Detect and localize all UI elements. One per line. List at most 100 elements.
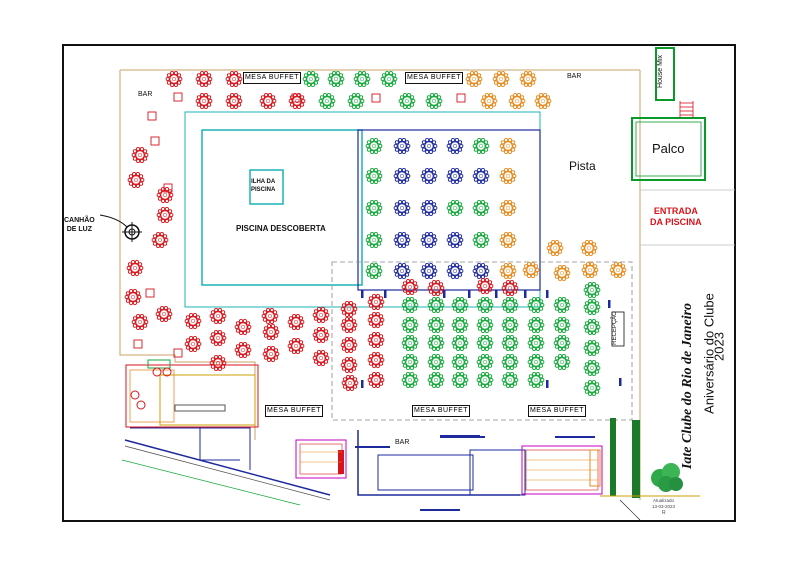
blue-table [393, 137, 411, 155]
green-table [553, 334, 571, 352]
blue-table [446, 137, 464, 155]
orange-table [534, 92, 552, 110]
green-table [398, 92, 416, 110]
ground-line [121, 459, 301, 506]
tent-pillar [443, 290, 446, 298]
pool-island-label: ILHA DA PISCINA [251, 179, 276, 193]
green-table [401, 371, 419, 389]
blue-table [446, 167, 464, 185]
green-table [583, 339, 601, 357]
red-table [225, 92, 243, 110]
orange-table [553, 264, 571, 282]
bar-counters [355, 436, 595, 448]
red-table [340, 356, 358, 374]
blue-table [446, 262, 464, 280]
red-table [476, 277, 494, 295]
orange-table [465, 70, 483, 88]
red-table [287, 313, 305, 331]
green-table [327, 70, 345, 88]
green-table [401, 316, 419, 334]
cocktail-table [150, 136, 160, 146]
green-table [353, 70, 371, 88]
revision-note: Atualizado 13-03-2023 [652, 498, 676, 509]
green-table [427, 353, 445, 371]
red-table [312, 349, 330, 367]
event-year: 2023 [711, 332, 727, 361]
green-table [401, 296, 419, 314]
red-table [165, 70, 183, 88]
green-table [318, 92, 336, 110]
red-table [195, 70, 213, 88]
green-table [501, 334, 519, 352]
red-table [340, 336, 358, 354]
green-table [501, 371, 519, 389]
green-table [476, 353, 494, 371]
red-table [501, 279, 519, 297]
green-table [501, 353, 519, 371]
orange-table [492, 70, 510, 88]
red-table [427, 279, 445, 297]
cocktail-table [173, 348, 183, 358]
blue-table [446, 231, 464, 249]
tent-pillar [468, 290, 471, 298]
pool-label: PISCINA DESCOBERTA [236, 224, 326, 233]
red-table [209, 329, 227, 347]
green-table [472, 137, 490, 155]
green-table [527, 371, 545, 389]
stage [631, 117, 706, 181]
tent-pillar [495, 290, 498, 298]
reception-counter [611, 311, 625, 347]
tent-pillar [546, 380, 549, 388]
blue-table [420, 137, 438, 155]
green-table [527, 316, 545, 334]
green-table [553, 296, 571, 314]
red-table [287, 337, 305, 355]
green-table [427, 334, 445, 352]
green-table [583, 281, 601, 299]
orange-table [609, 261, 627, 279]
green-table [302, 70, 320, 88]
blue-table [420, 262, 438, 280]
green-table [401, 334, 419, 352]
reception-label: RECEPÇÃO [611, 311, 618, 345]
green-table [476, 316, 494, 334]
cocktail-table [163, 183, 173, 193]
dance-floor-label: Pista [569, 159, 596, 173]
green-table [446, 199, 464, 217]
bar-top-left-label: BAR [138, 91, 153, 98]
red-table [209, 354, 227, 372]
buffet-table-bottom-center: MESA BUFFET [412, 405, 470, 417]
green-table [427, 316, 445, 334]
orange-table [519, 70, 537, 88]
red-table [341, 374, 359, 392]
green-table [583, 379, 601, 397]
red-table [126, 259, 144, 277]
orange-table [499, 199, 517, 217]
tables [124, 70, 627, 397]
pool-entrance-label: ENTRADA DA PISCINA [650, 206, 702, 227]
orange-table [546, 239, 564, 257]
green-table [380, 70, 398, 88]
cocktail-tables [133, 92, 466, 358]
sheet-border [62, 44, 736, 522]
green-table [451, 334, 469, 352]
green-table [427, 296, 445, 314]
tent-pillars [361, 290, 622, 388]
blue-table [420, 167, 438, 185]
green-table [451, 316, 469, 334]
red-table [262, 345, 280, 363]
blue-table [420, 231, 438, 249]
red-table [184, 335, 202, 353]
blue-table [393, 167, 411, 185]
tent-pillar [361, 290, 364, 298]
tent-pillar [524, 290, 527, 298]
red-table [367, 293, 385, 311]
orange-table [499, 167, 517, 185]
red-table [156, 206, 174, 224]
green-table [451, 296, 469, 314]
red-table [288, 92, 306, 110]
orange-table [580, 239, 598, 257]
green-table [553, 353, 571, 371]
red-table [225, 70, 243, 88]
green-table [427, 371, 445, 389]
